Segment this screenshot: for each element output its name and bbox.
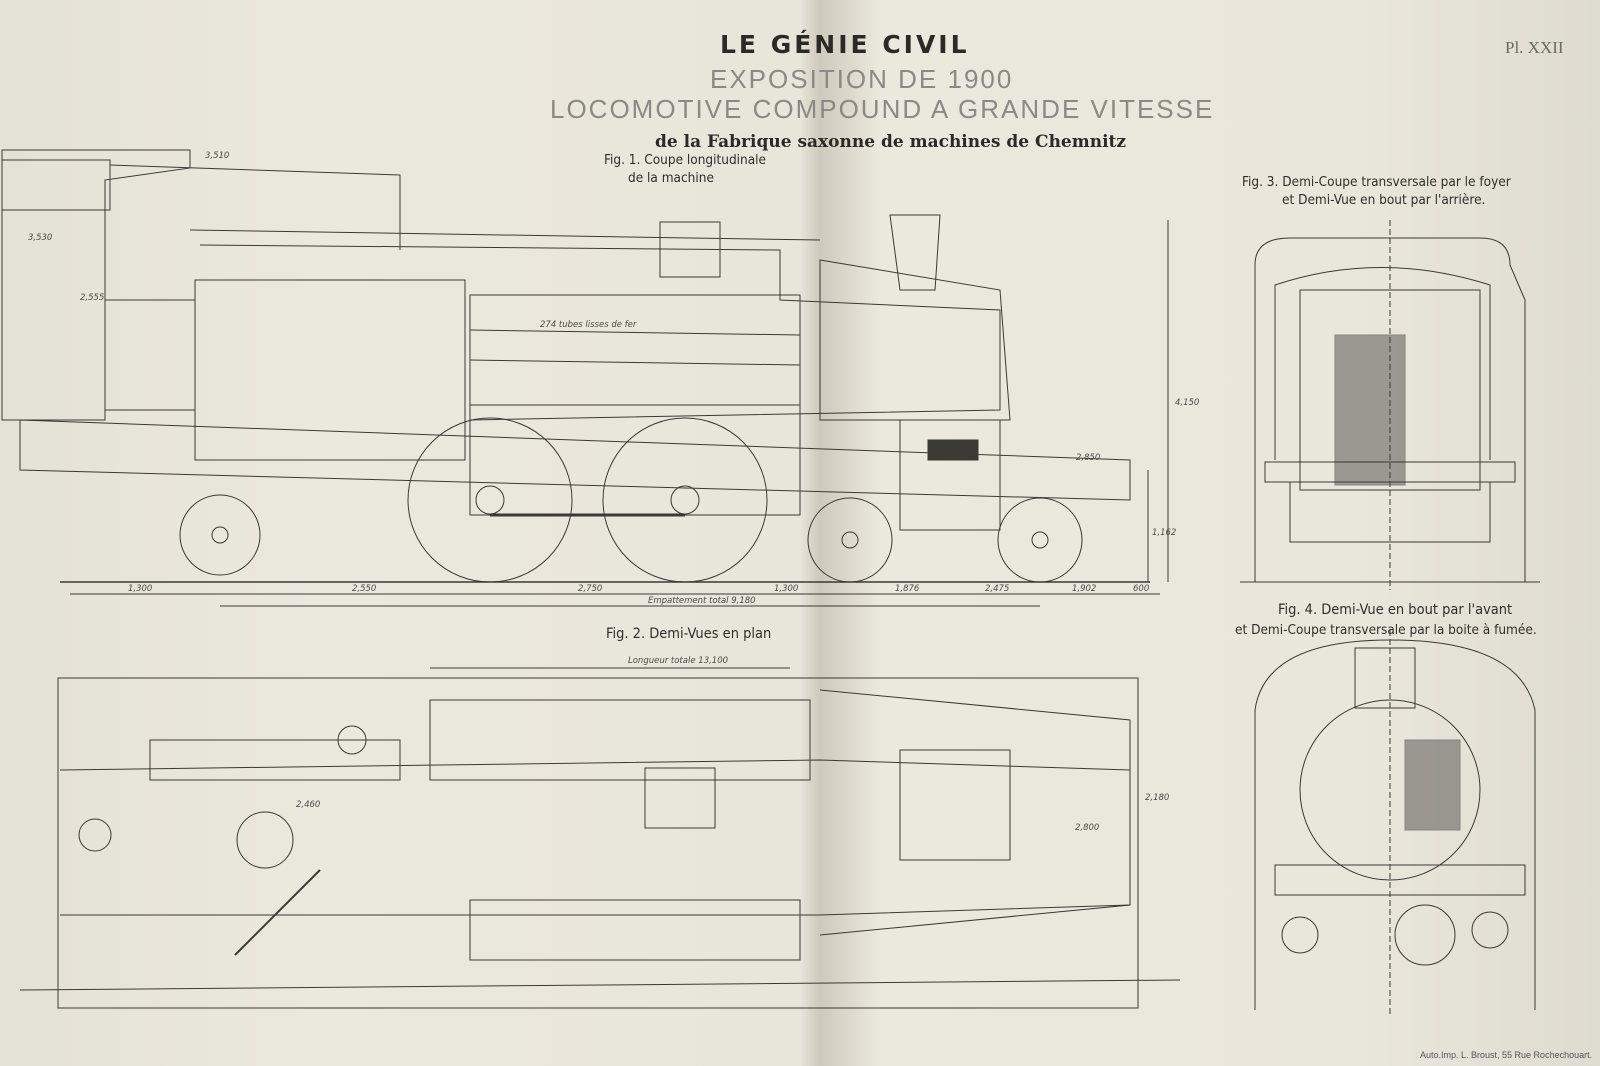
plan-brace — [234, 869, 321, 956]
driving-wheel-2 — [602, 417, 768, 583]
fig4-cab-outline — [1254, 639, 1536, 1010]
dim-wheelbase-label: Empattement total 9,180 — [648, 596, 756, 606]
plan-front-taper — [819, 689, 1131, 936]
axle — [211, 526, 229, 544]
side-frame — [469, 404, 801, 516]
cab-firebox-back — [104, 299, 196, 411]
dim-plan-label: 2,180 — [1145, 793, 1169, 803]
cab-window — [1, 159, 111, 211]
dim-label: 1,876 — [895, 584, 920, 594]
axle — [841, 531, 859, 549]
dim-label: 2,550 — [352, 584, 376, 594]
fig1-caption-2: de la machine — [628, 170, 714, 186]
plan-wheel-hub — [236, 811, 294, 869]
dim-height-label: 2,850 — [1076, 453, 1100, 463]
axle — [670, 485, 700, 515]
fig3-boiler-outline — [1274, 267, 1491, 460]
chimney — [889, 214, 941, 291]
plan-outer-frame — [57, 677, 1139, 1009]
dim-height-label: 1,162 — [1152, 528, 1176, 538]
page-fold — [800, 0, 840, 1066]
dim-plan-label: 2,460 — [296, 800, 320, 810]
fig4-smokebox-door — [1299, 699, 1481, 881]
fig1-longitudinal-section — [1, 149, 1169, 607]
cab-outline — [1, 149, 191, 421]
boiler-tubes — [469, 294, 801, 406]
fig3-caption: Fig. 3. Demi-Coupe transversale par le f… — [1242, 174, 1511, 190]
plan-frame-lower — [469, 899, 801, 961]
bogie-wheel-2 — [997, 497, 1083, 583]
fig3-rear-view — [1240, 220, 1540, 590]
dim-length-label: Longueur totale 13,100 — [628, 656, 728, 666]
fig4-tube-section — [1404, 739, 1461, 831]
tube-line — [469, 329, 801, 336]
fig2-caption: Fig. 2. Demi-Vues en plan — [606, 626, 772, 642]
roof-line — [109, 164, 401, 250]
locomotive-title: LOCOMOTIVE COMPOUND A GRANDE VITESSE — [550, 94, 1215, 124]
fig4-buffer-left — [1281, 916, 1319, 954]
dim-height-label: 2,555 — [80, 293, 104, 303]
dim-label: 1,902 — [1072, 584, 1096, 594]
dim-label: 1,300 — [774, 584, 798, 594]
fig3-tube-plate — [1334, 334, 1406, 486]
fig2-plan-view — [19, 667, 1181, 1009]
plan-frame-line — [59, 759, 1131, 771]
cylinder-block — [899, 419, 1001, 531]
fig4-buffer-beam — [1274, 864, 1526, 896]
plan-gauge — [78, 818, 112, 852]
dim-height-label: 4,150 — [1175, 398, 1199, 408]
firebox — [194, 279, 466, 461]
fig1-caption: Fig. 1. Coupe longitudinale — [604, 152, 767, 168]
axle — [1031, 531, 1049, 549]
dome — [659, 221, 721, 278]
rear-truck-wheel — [179, 494, 261, 576]
printer-imprint: Auto.Imp. L. Broust, 55 Rue Rochechouart… — [1420, 1050, 1593, 1060]
cylinder-dark — [927, 439, 979, 461]
plan-centerline — [19, 979, 1181, 991]
fig4-front-view — [1254, 630, 1536, 1015]
journal-title: LE GÉNIE CIVIL — [720, 30, 970, 59]
main-frame — [19, 419, 1131, 501]
dim-label: 2,475 — [985, 584, 1009, 594]
dim-label: 1,300 — [128, 584, 152, 594]
dim-top-label: 3,510 — [205, 151, 229, 161]
fig4-caption-2: et Demi-Coupe transversale par la boite … — [1235, 622, 1537, 638]
plan-frame-line-2 — [60, 904, 1131, 916]
exposition-title: EXPOSITION DE 1900 — [710, 64, 1014, 94]
fig4-bogie-wheel — [1394, 904, 1456, 966]
fig3-caption-2: et Demi-Vue en bout par l'arrière. — [1282, 192, 1486, 208]
tube-line — [469, 359, 801, 366]
plate-number: Pl. XXII — [1505, 38, 1564, 57]
fig4-caption: Fig. 4. Demi-Vue en bout par l'avant — [1278, 602, 1513, 618]
fig4-chimney — [1354, 647, 1416, 709]
axle — [475, 485, 505, 515]
smokebox — [819, 259, 1011, 421]
dim-tubes-label: 274 tubes lisses de fer — [540, 320, 637, 330]
plan-dome — [644, 767, 716, 829]
dim-label: 600 — [1133, 584, 1149, 594]
fabrique-subtitle: de la Fabrique saxonne de machines de Ch… — [655, 132, 1127, 152]
plan-firebox-top — [149, 739, 401, 781]
boiler-barrel — [199, 244, 1001, 421]
dim-plan-label: 2,800 — [1075, 823, 1099, 833]
dim-label: 2,750 — [578, 584, 602, 594]
driving-wheel-1 — [407, 417, 573, 583]
plan-valve-wheel — [337, 725, 367, 755]
bogie-wheel-1 — [807, 497, 893, 583]
dim-height-label: 3,530 — [28, 233, 52, 243]
plan-cylinders — [899, 749, 1011, 861]
fig4-buffer — [1471, 911, 1509, 949]
plan-boiler-top — [429, 699, 811, 781]
fig3-cab-outline — [1254, 237, 1526, 582]
boiler-top-line — [189, 229, 821, 241]
